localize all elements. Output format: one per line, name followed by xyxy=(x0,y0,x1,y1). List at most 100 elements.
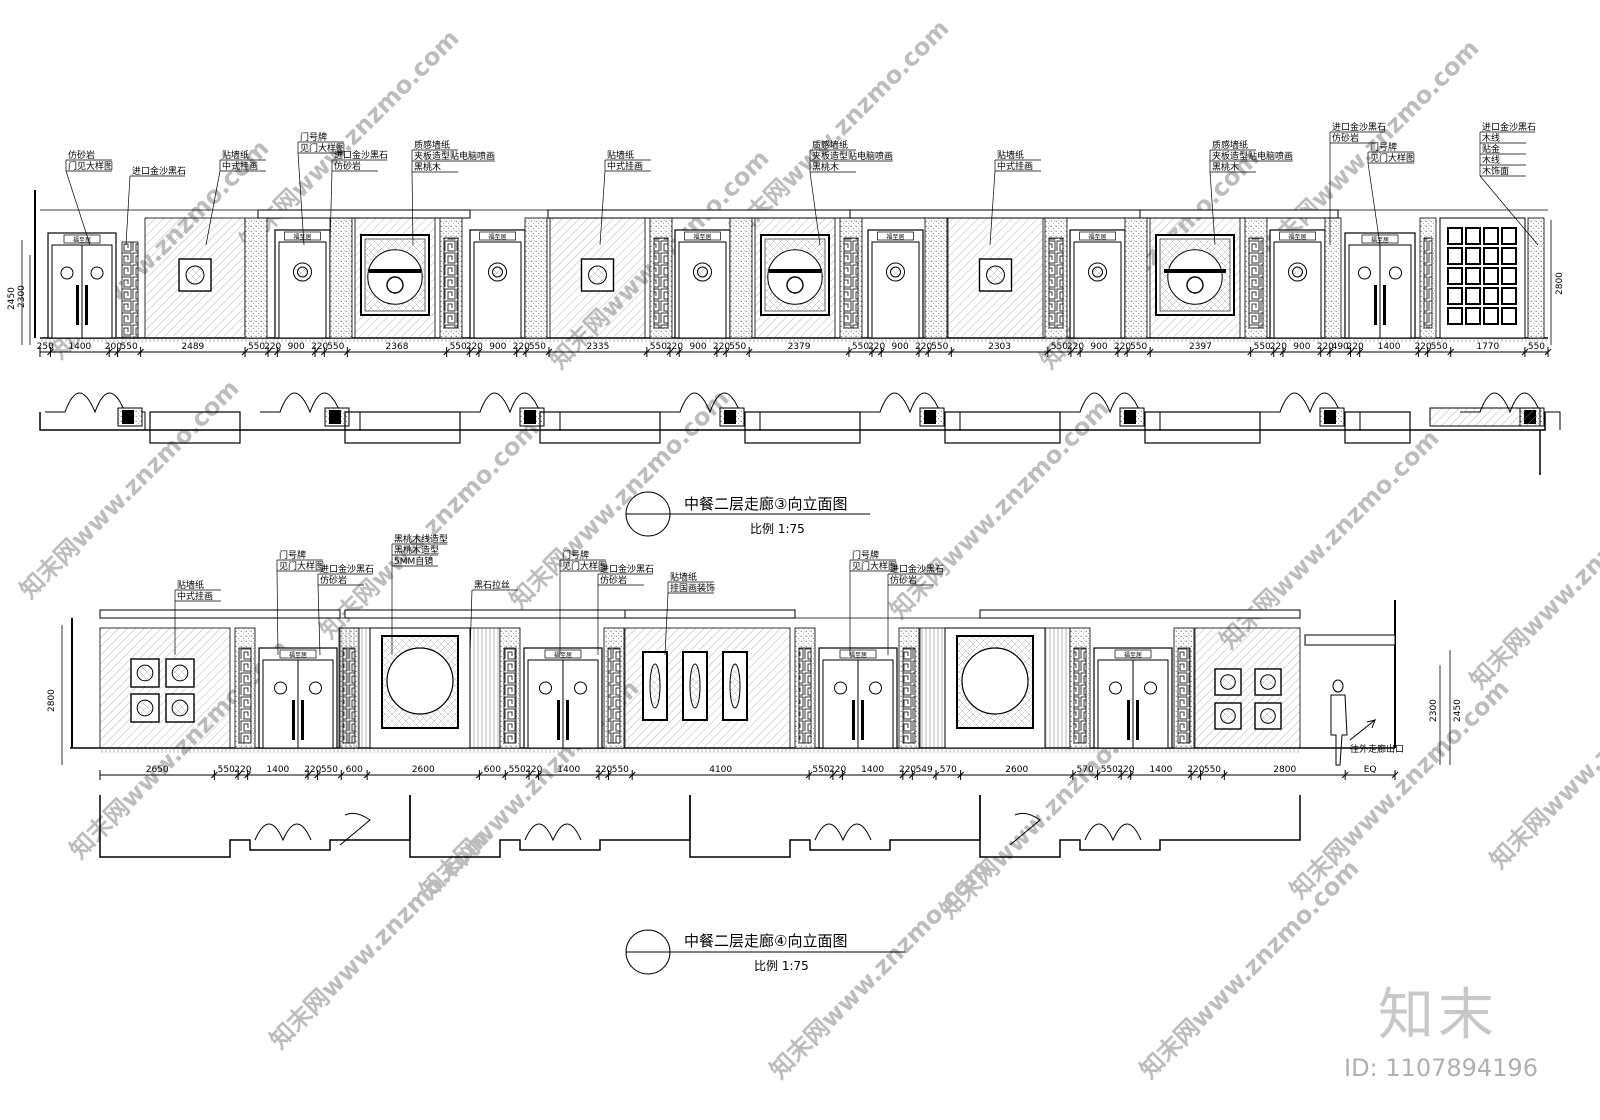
dimension-slash xyxy=(320,348,328,356)
watermark-text: 知末网www.znzmo.com xyxy=(1284,674,1514,904)
dimension-slash xyxy=(525,771,533,779)
material-label: 中式挂画 xyxy=(222,160,258,172)
watermark-text: 知末网www.znzmo.com xyxy=(1214,424,1444,654)
plan-feature-wall xyxy=(1429,407,1541,427)
dimension-value: 550 xyxy=(1254,342,1271,352)
leader-line xyxy=(809,171,821,246)
elevation-4-material-labels: 贴墙纸中式挂画门号牌见门大样图进口金沙黑石仿砂岩黑桃木线造型黑桃木造型5MM自镜… xyxy=(174,533,944,656)
material-label: 中式挂画 xyxy=(997,160,1033,172)
material-label: 质感墙纸 xyxy=(414,139,450,151)
material-label: 挂国画装饰 xyxy=(670,582,715,594)
dimension-value: 220 xyxy=(1317,342,1334,352)
material-label: 进口金沙黑石 xyxy=(890,563,944,575)
plan-column-core xyxy=(724,410,736,424)
material-label: 木饰面 xyxy=(1482,165,1509,177)
ceiling-soffit xyxy=(344,609,626,619)
grid-cell xyxy=(1483,247,1499,265)
dimension-slash xyxy=(475,348,483,356)
material-label: 黑桃木造型 xyxy=(394,544,439,556)
door-plaque xyxy=(544,649,582,659)
leader-line xyxy=(989,170,996,246)
door-knocker xyxy=(1109,681,1122,695)
material-label: 中式挂画 xyxy=(607,160,643,172)
dimension-value: 550 xyxy=(248,342,265,352)
dimension-value: 2379 xyxy=(788,342,811,352)
dimension-value: 550 xyxy=(931,342,948,352)
door-plaque xyxy=(479,231,516,241)
dimension-slash xyxy=(1069,771,1077,779)
dimension-slash xyxy=(1146,348,1154,356)
leader-line xyxy=(317,584,321,656)
leader-line xyxy=(1209,171,1216,246)
door-plaque xyxy=(279,649,317,659)
dimension-slash xyxy=(535,771,542,779)
dimension-slash xyxy=(839,771,846,779)
plan-column-core xyxy=(1124,410,1136,424)
dimension-slash xyxy=(745,348,753,356)
elevation-3-height-dims: 2450 2300 2800 xyxy=(7,220,1565,345)
door-handle xyxy=(1383,285,1386,325)
dimension-slash xyxy=(1270,348,1278,356)
material-label: 见门大样图 xyxy=(852,560,897,572)
door-leaf xyxy=(1073,241,1122,339)
fret-panel xyxy=(443,237,459,329)
grid-cell xyxy=(1483,227,1499,245)
dimension-value: 550 xyxy=(529,342,546,352)
leader-line xyxy=(297,152,305,246)
stone-jamb xyxy=(729,217,753,339)
wallpaper-panel xyxy=(1194,627,1301,749)
dimension-slash xyxy=(1197,771,1204,779)
dimension-value: 220 xyxy=(311,342,328,352)
door-knocker xyxy=(60,266,74,280)
plan-door-swing xyxy=(339,812,371,846)
dimension-slash xyxy=(1341,771,1349,779)
plan-room-recess xyxy=(1344,411,1411,444)
dimension-value: 220 xyxy=(466,342,483,352)
door-medallion-inner xyxy=(1092,266,1103,278)
dimension-value: 2335 xyxy=(586,342,609,352)
fret-panel xyxy=(1177,647,1191,744)
dimension-slash xyxy=(443,348,450,356)
dimension-value: 490 xyxy=(1332,342,1349,352)
e4-height-dim-2: 2300 xyxy=(1429,699,1439,722)
elevation-3-material-labels: 仿砂岩门见大样图进口金沙黑石贴墙纸中式挂画门号牌见门大样图进口金沙黑石仿砂岩质感… xyxy=(65,121,1539,246)
material-label: 见门大样图 xyxy=(1370,152,1415,164)
dimension-slash xyxy=(501,771,509,779)
material-label: 见门大样图 xyxy=(300,142,345,154)
leader-line xyxy=(469,589,473,656)
door-handle xyxy=(852,700,855,740)
dimension-value: 550 xyxy=(650,342,667,352)
picture-medallion xyxy=(136,699,154,717)
dimension-value: 220 xyxy=(1187,765,1204,775)
dimension-slash xyxy=(643,348,651,356)
dimension-value: 900 xyxy=(489,342,506,352)
exit-lintel xyxy=(1304,634,1396,646)
material-label: 仿砂岩 xyxy=(334,160,361,172)
door-plaque-text: 福至居 xyxy=(73,236,91,244)
material-label: 门见大样图 xyxy=(68,160,113,172)
dimension-slash xyxy=(1415,348,1422,356)
dimension-value: 220 xyxy=(513,342,530,352)
watermark-text: 知末网www.znzmo.com xyxy=(1484,644,1600,874)
grid-cell xyxy=(1447,307,1463,325)
door-leaf xyxy=(678,241,727,339)
scroll-painting xyxy=(642,651,668,721)
material-label: 木线 xyxy=(1482,132,1500,144)
picture-medallion xyxy=(588,265,607,285)
dimension-slash xyxy=(1067,348,1075,356)
dimension-slash xyxy=(273,348,281,356)
elevation-3-plan-strip xyxy=(39,392,1561,475)
door-plaque xyxy=(877,231,914,241)
dimension-value: 600 xyxy=(346,765,363,775)
scroll-motif xyxy=(729,663,741,709)
fret-panel xyxy=(1423,237,1433,329)
dimension-value: 250 xyxy=(37,342,54,352)
fret-panel xyxy=(653,237,669,329)
door-plaque-text: 福至居 xyxy=(293,233,311,241)
material-label: 见门大样图 xyxy=(562,560,607,572)
fret-panel xyxy=(902,647,916,744)
dimension-value: 900 xyxy=(288,342,305,352)
plan-door-swing xyxy=(814,823,872,842)
dimension-value: 550 xyxy=(812,765,829,775)
